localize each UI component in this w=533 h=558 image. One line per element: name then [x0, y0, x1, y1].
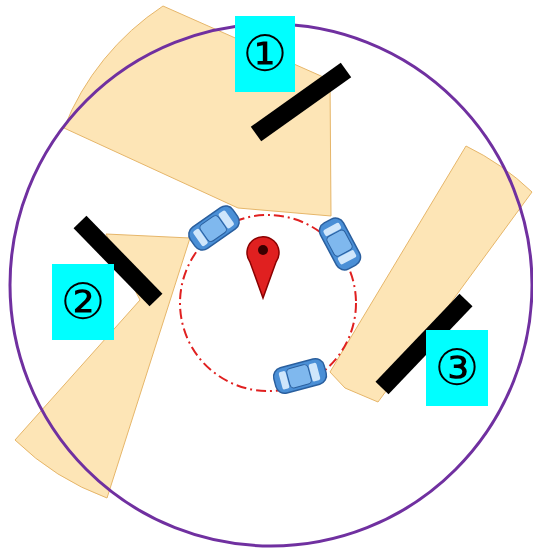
callout-number: ②	[52, 264, 114, 340]
range-circle	[10, 24, 532, 546]
car	[185, 202, 243, 253]
callout-number: ③	[426, 330, 488, 406]
map-pin	[247, 237, 279, 298]
callout-number: ①	[235, 16, 295, 92]
sensor-field	[15, 234, 190, 498]
car	[272, 357, 329, 396]
car	[316, 215, 363, 273]
